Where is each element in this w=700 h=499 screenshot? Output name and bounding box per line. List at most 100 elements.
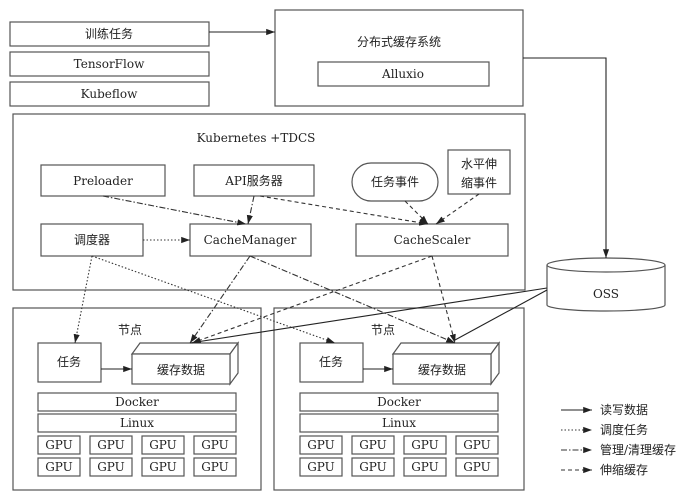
cache-manager-label: CacheManager <box>204 233 297 247</box>
node-1-task-box <box>37 342 102 383</box>
gpu-label: GPU <box>307 460 335 474</box>
node-1: 节点 任务 缓存数据 Docker Linux GPU GPU GPU GPU GPU G… <box>12 307 262 491</box>
arrow-taskevent-to-cachescaler <box>404 200 429 225</box>
gpu-box <box>299 457 343 477</box>
gpu-label: GPU <box>359 438 387 452</box>
gpu-label: GPU <box>411 438 439 452</box>
arrow-api-to-cachescaler <box>259 195 429 226</box>
arrow-cachescaler-to-node2-cache <box>431 255 456 344</box>
gpu-box <box>351 457 395 477</box>
node-2-task-label: 任务 <box>319 354 343 369</box>
node-1-title: 节点 <box>118 323 142 337</box>
hpa-event-label-1: 水平伸 <box>461 157 497 171</box>
gpu-label: GPU <box>201 438 229 452</box>
legend-label: 管理/清理缓存 <box>600 442 676 457</box>
line-oss-to-node2-cache <box>454 289 548 341</box>
gpu-label: GPU <box>201 460 229 474</box>
gpu-label: GPU <box>97 438 125 452</box>
gpu-box <box>141 435 185 455</box>
gpu-label: GPU <box>149 460 177 474</box>
legend-label: 调度任务 <box>600 422 648 437</box>
arrow-hpa-to-cachescaler <box>435 193 480 225</box>
node-2-cache-data-cube <box>391 341 501 386</box>
oss-cylinder: OSS <box>546 257 666 312</box>
node-2-linux-label: Linux <box>382 416 416 430</box>
legend-label: 读写数据 <box>600 402 648 417</box>
training-task-label: 训练任务 <box>85 26 133 41</box>
gpu-box <box>89 435 133 455</box>
training-task-box: 训练任务 <box>9 21 210 47</box>
distributed-cache-label: 分布式缓存系统 <box>357 35 441 49</box>
gpu-box <box>455 457 499 477</box>
gpu-label: GPU <box>463 460 491 474</box>
arrow-preloader-to-cachemanager <box>102 195 247 226</box>
node-1-docker-box <box>37 392 237 412</box>
node-1-linux-label: Linux <box>120 416 154 430</box>
arrow-cache-to-oss <box>523 57 610 258</box>
arrow-scheduler-to-node1-task <box>73 255 93 344</box>
api-server-box: API服务器 <box>193 164 315 197</box>
hpa-event-label-2: 缩事件 <box>461 175 497 190</box>
node-2-title: 节点 <box>371 323 395 337</box>
node-2-cache-data-label: 缓存数据 <box>418 362 466 377</box>
gpu-box <box>37 457 81 477</box>
legend-label: 伸缩缓存 <box>600 462 648 477</box>
kubeflow-label: Kubeflow <box>81 87 138 101</box>
gpu-label: GPU <box>45 460 73 474</box>
cache-manager-box: CacheManager <box>189 223 312 257</box>
gpu-box <box>455 435 499 455</box>
gpu-box <box>89 457 133 477</box>
node-2: 节点 任务 缓存数据 Docker Linux GPU GPU GPU GPU GPU G… <box>273 307 525 491</box>
api-server-label: API服务器 <box>224 173 282 188</box>
distributed-cache-box: 分布式缓存系统 Alluxio <box>274 9 524 107</box>
node-1-linux-box <box>37 413 237 433</box>
arrow-scheduler-to-node2-task <box>91 255 336 344</box>
node-1-task-label: 任务 <box>57 354 81 369</box>
arrow-cachemanager-to-node2-cache <box>249 255 456 344</box>
arrow-cachescaler-to-node1-cache <box>191 255 433 344</box>
gpu-label: GPU <box>149 438 177 452</box>
gpu-label: GPU <box>411 460 439 474</box>
node-2-task-box <box>299 342 364 383</box>
task-event-label: 任务事件 <box>371 174 419 189</box>
cache-scaler-label: CacheScaler <box>394 233 471 247</box>
node-1-cache-data-label: 缓存数据 <box>157 362 205 377</box>
gpu-box <box>351 435 395 455</box>
gpu-box <box>193 435 237 455</box>
gpu-box <box>403 457 447 477</box>
scheduler-label: 调度器 <box>74 232 110 247</box>
tensorflow-label: TensorFlow <box>74 57 145 71</box>
line-oss-to-node1-cache <box>189 287 548 344</box>
task-event-box: 任务事件 <box>351 162 439 202</box>
node-1-docker-label: Docker <box>115 395 159 409</box>
node-2-docker-box <box>299 392 499 412</box>
gpu-box <box>193 457 237 477</box>
gpu-box <box>299 435 343 455</box>
kubernetes-tdcs-box: Kubernetes +TDCS <box>12 113 526 291</box>
hpa-event-box: 水平伸 缩事件 <box>447 149 511 195</box>
gpu-label: GPU <box>97 460 125 474</box>
kubernetes-tdcs-title: Kubernetes +TDCS <box>197 131 316 145</box>
kubeflow-box: Kubeflow <box>9 81 210 107</box>
gpu-label: GPU <box>463 438 491 452</box>
gpu-label: GPU <box>359 460 387 474</box>
gpu-label: GPU <box>45 438 73 452</box>
node-2-linux-box <box>299 413 499 433</box>
cache-scaler-box: CacheScaler <box>355 223 509 257</box>
node-2-docker-label: Docker <box>377 395 421 409</box>
preloader-label: Preloader <box>73 174 133 188</box>
gpu-box <box>37 435 81 455</box>
gpu-box <box>141 457 185 477</box>
gpu-label: GPU <box>307 438 335 452</box>
scheduler-box: 调度器 <box>40 223 144 257</box>
alluxio-box <box>317 61 490 87</box>
tensorflow-box: TensorFlow <box>9 51 210 77</box>
alluxio-label: Alluxio <box>381 67 424 81</box>
preloader-box: Preloader <box>40 164 166 197</box>
oss-label: OSS <box>593 287 619 301</box>
gpu-box <box>403 435 447 455</box>
arrow-api-to-cachemanager <box>246 195 255 225</box>
node-1-cache-data-cube <box>130 341 240 386</box>
